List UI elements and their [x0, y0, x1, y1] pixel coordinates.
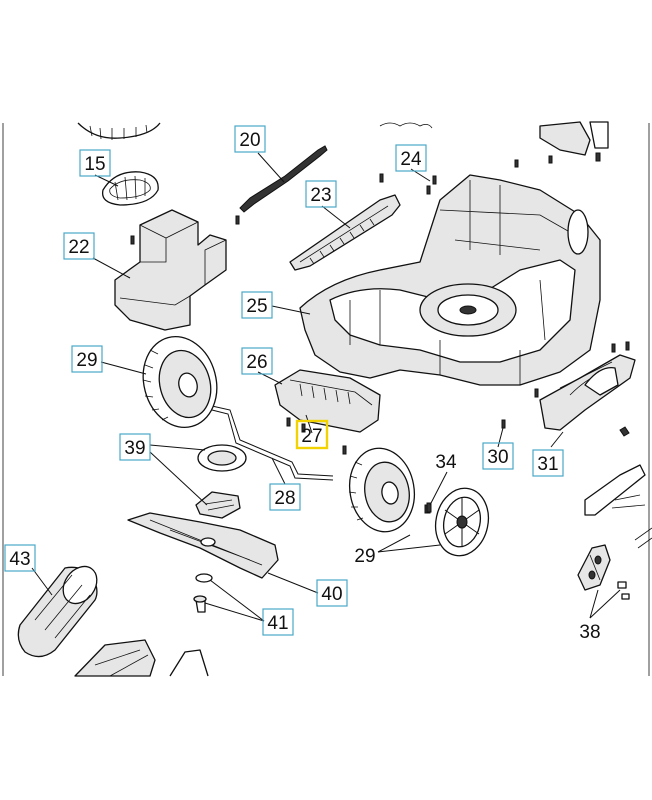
callout-23-text: 23: [310, 185, 331, 206]
callout-28: 28: [269, 483, 301, 511]
callout-20-text: 20: [239, 130, 260, 151]
callout-26: 26: [241, 347, 273, 375]
callout-27-highlighted: 27: [295, 419, 329, 450]
part-26-bracket: [274, 369, 381, 455]
callout-24-text: 24: [400, 149, 422, 170]
part-29-wheel-center: [348, 447, 431, 533]
callout-22-text: 22: [68, 237, 89, 258]
callout-28-text: 28: [274, 488, 295, 509]
top-right-cropped-part: [539, 121, 609, 162]
part-23-rail: [289, 173, 401, 271]
callout-39: 39: [119, 433, 151, 461]
callout-15-text: 15: [84, 154, 105, 175]
callout-27-text: 27: [301, 426, 322, 447]
bottom-cropped-part: [74, 639, 209, 677]
callout-31: 31: [532, 449, 564, 477]
part-39-hub-parts: [195, 444, 247, 519]
part-29-wheel-left: [142, 335, 218, 429]
callout-15: 15: [79, 149, 111, 177]
part-30-screw: [501, 419, 506, 429]
part-40-blade: [127, 512, 279, 579]
callout-30: 30: [482, 442, 514, 470]
callout-29-upper-text: 29: [76, 350, 97, 371]
callout-41-text: 41: [267, 613, 288, 634]
part-34-bolt: [426, 502, 432, 513]
callout-40: 40: [316, 579, 348, 607]
callout-34-text: 34: [435, 452, 457, 473]
callout-25: 25: [241, 291, 273, 319]
callout-38-text: 38: [579, 622, 600, 643]
callout-39-text: 39: [124, 438, 145, 459]
top-center-screws: [379, 122, 553, 168]
part-15-clip: [101, 171, 159, 206]
part-20-strip: [239, 145, 328, 213]
callout-26-text: 26: [246, 352, 267, 373]
callout-41: 41: [262, 608, 294, 636]
callout-43-text: 43: [9, 549, 30, 570]
callout-25-text: 25: [246, 296, 267, 317]
part-22-cover: [114, 209, 240, 331]
callout-20: 20: [234, 125, 266, 153]
callout-30-text: 30: [487, 447, 508, 468]
callout-29-lower: 29: [354, 546, 375, 567]
callout-22: 22: [63, 232, 95, 260]
callout-24: 24: [395, 144, 427, 172]
callout-34: 34: [435, 452, 457, 473]
callout-29-lower-text: 29: [354, 546, 375, 567]
leader-lines: [31, 152, 621, 622]
part-38-bracket: [577, 544, 630, 600]
callout-29-upper: 29: [71, 345, 103, 373]
callout-23: 23: [305, 180, 337, 208]
part-29-wheel-right: [434, 487, 490, 557]
crop-edges: [2, 123, 650, 676]
callout-31-text: 31: [537, 454, 558, 475]
part-31-flap: [534, 341, 636, 431]
top-left-cropped-part: [77, 122, 161, 140]
part-28-axle: [211, 405, 334, 481]
part-41-bolt-washer: [193, 573, 213, 613]
callout-38: 38: [579, 622, 600, 643]
callout-40-text: 40: [321, 584, 342, 605]
right-side-handle-parts: [584, 426, 652, 549]
part-24-screws: [426, 175, 437, 195]
part-43-roller: [17, 565, 98, 658]
callout-43: 43: [4, 544, 36, 572]
part-25-deck: [299, 174, 601, 386]
